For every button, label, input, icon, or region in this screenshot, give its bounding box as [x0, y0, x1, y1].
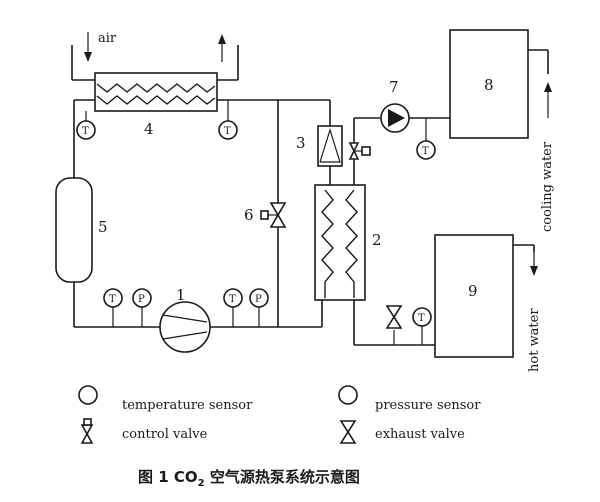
- temperature-sensor-icon: T: [218, 100, 238, 140]
- pressure-sensor-icon: P: [132, 288, 152, 327]
- water-pump-icon: [380, 103, 410, 133]
- svg-text:T: T: [422, 146, 429, 157]
- svg-text:T: T: [224, 126, 231, 137]
- figure-caption: 图 1 CO2 空气源热泵系统示意图: [138, 468, 360, 489]
- pressure-sensor-legend-icon: [338, 385, 358, 405]
- legend: temperature sensor pressure sensor contr…: [78, 385, 481, 444]
- temperature-sensor-icon: T: [223, 288, 243, 327]
- temperature-sensor-icon: T: [412, 307, 432, 345]
- hot-water-label: hot water: [527, 308, 542, 372]
- cooling-water-label: cooling water: [540, 141, 555, 232]
- label-5: 5: [98, 218, 108, 236]
- temperature-sensor-legend-icon: [78, 385, 98, 405]
- filter-drier: [317, 125, 343, 167]
- exhaust-valve-icon: [385, 305, 403, 345]
- label-4: 4: [144, 120, 154, 138]
- pressure-sensor-icon: P: [249, 288, 269, 327]
- temperature-sensor-icon: T: [416, 118, 436, 160]
- cooling-water-tank: [449, 29, 529, 139]
- temperature-sensor-icon: T: [103, 288, 123, 327]
- svg-text:P: P: [255, 294, 262, 305]
- legend-exhaust-valve: exhaust valve: [375, 427, 465, 442]
- control-valve-icon: [348, 142, 371, 160]
- label-1: 1: [176, 286, 186, 304]
- temperature-sensor-icon: T: [76, 111, 96, 140]
- label-8: 8: [484, 76, 494, 94]
- svg-text:T: T: [82, 126, 89, 137]
- svg-text:T: T: [418, 313, 425, 324]
- receiver-tank: [55, 177, 93, 283]
- compressor-icon: [159, 301, 211, 353]
- air-heat-exchanger: [94, 72, 218, 112]
- label-3: 3: [296, 134, 306, 152]
- arrow-up-icon: [544, 82, 552, 118]
- expansion-valve-icon: [260, 202, 287, 228]
- exhaust-valve-legend-icon: [339, 420, 357, 444]
- gas-cooler: [314, 184, 366, 301]
- hot-water-tank: [434, 234, 514, 358]
- label-2: 2: [372, 231, 382, 249]
- label-9: 9: [468, 282, 478, 300]
- svg-text:T: T: [229, 294, 236, 305]
- label-6: 6: [244, 206, 254, 224]
- air-duct: [71, 32, 239, 81]
- label-7: 7: [389, 78, 399, 96]
- legend-pressure-sensor: pressure sensor: [375, 398, 481, 413]
- svg-text:T: T: [109, 294, 116, 305]
- air-label: air: [98, 31, 117, 46]
- legend-temperature-sensor: temperature sensor: [122, 398, 253, 413]
- legend-control-valve: control valve: [122, 427, 208, 442]
- arrow-down-icon: [530, 250, 538, 276]
- control-valve-legend-icon: [80, 418, 94, 444]
- svg-text:P: P: [138, 294, 145, 305]
